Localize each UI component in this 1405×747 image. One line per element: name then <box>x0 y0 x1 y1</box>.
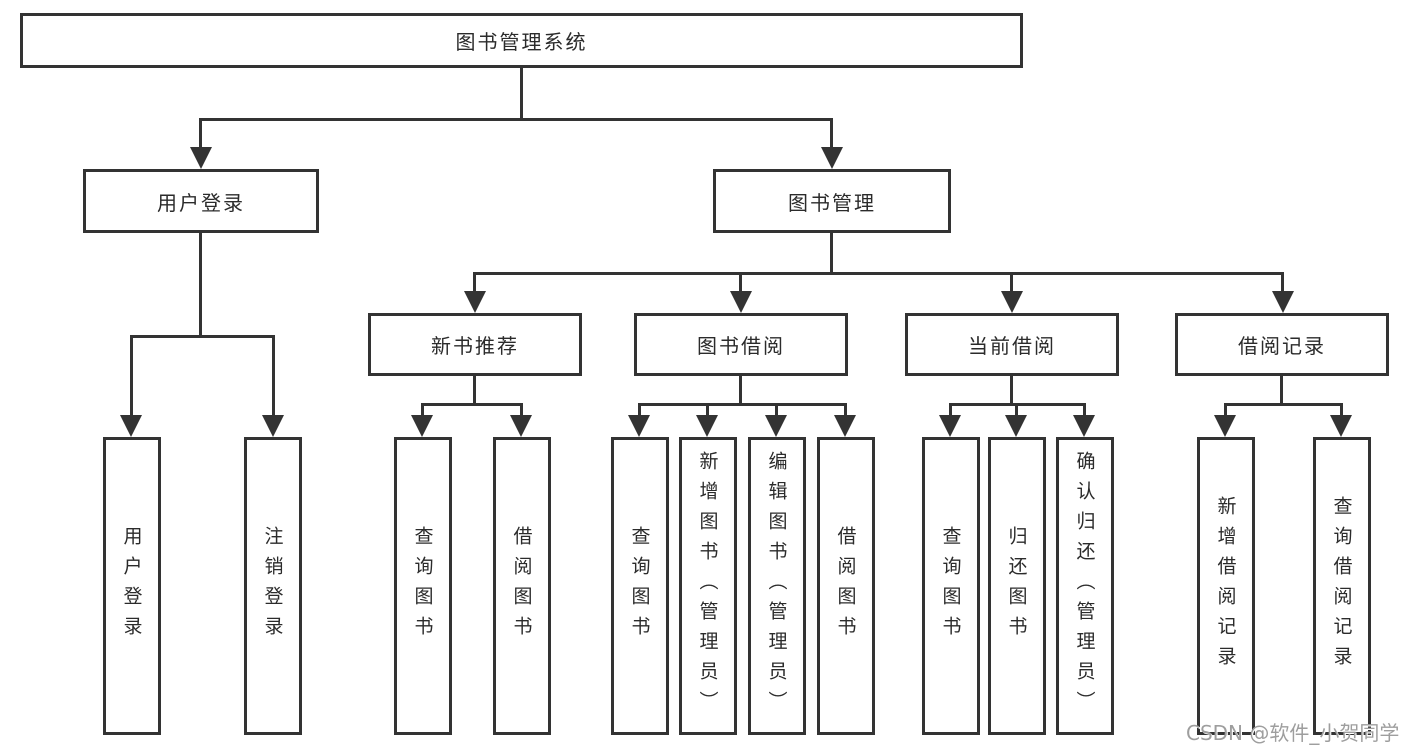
leaf-user-login: 用户登录 <box>103 437 161 735</box>
connector-arrow <box>464 291 486 313</box>
leaf-cb-query-book: 查询图书 <box>922 437 980 735</box>
connector-arrow <box>1073 415 1095 437</box>
connector-arrow <box>1330 415 1352 437</box>
connector-line <box>1010 272 1013 294</box>
connector-arrow <box>1214 415 1236 437</box>
leaf-cb-confirm-return: 确认归还（管理员） <box>1056 437 1114 735</box>
connector-line <box>706 403 709 419</box>
node-book-management: 图书管理 <box>713 169 951 233</box>
connector-line <box>1010 376 1013 406</box>
node-root: 图书管理系统 <box>20 13 1023 68</box>
watermark: CSDN @软件_小贺同学 <box>1186 721 1400 745</box>
node-book-management-label: 图书管理 <box>788 190 876 215</box>
connector-line <box>1281 272 1284 294</box>
connector-line <box>638 403 641 419</box>
connector-arrow <box>190 147 212 169</box>
node-current-borrowing: 当前借阅 <box>905 313 1119 376</box>
connector-arrow <box>821 147 843 169</box>
connector-arrow <box>510 415 532 437</box>
connector-arrow <box>730 291 752 313</box>
connector-line <box>130 335 133 419</box>
connector-line <box>830 118 833 150</box>
leaf-nbr-query-book-label: 查询图书 <box>411 526 434 646</box>
node-current-borrowing-label: 当前借阅 <box>968 334 1056 358</box>
leaf-cb-confirm-return-label: 确认归还（管理员） <box>1073 451 1096 721</box>
connector-line <box>473 272 1284 275</box>
leaf-cb-return-book-label: 归还图书 <box>1005 526 1028 646</box>
node-borrowing-records: 借阅记录 <box>1175 313 1389 376</box>
leaf-logout-label: 注销登录 <box>261 526 284 646</box>
node-book-borrowing: 图书借阅 <box>634 313 848 376</box>
connector-line <box>739 272 742 294</box>
connector-line <box>473 376 476 406</box>
leaf-bb-add-book: 新增图书（管理员） <box>679 437 737 735</box>
connector-line <box>1280 376 1283 406</box>
node-new-book-recommend: 新书推荐 <box>368 313 582 376</box>
leaf-nbr-query-book: 查询图书 <box>394 437 452 735</box>
node-book-borrowing-label: 图书借阅 <box>697 334 785 358</box>
node-user-login-label: 用户登录 <box>157 190 245 215</box>
node-root-label: 图书管理系统 <box>455 30 588 54</box>
leaf-bb-query-book: 查询图书 <box>611 437 669 735</box>
connector-line <box>1224 403 1227 419</box>
connector-arrow <box>628 415 650 437</box>
node-user-login: 用户登录 <box>83 169 319 233</box>
leaf-bb-edit-book: 编辑图书（管理员） <box>748 437 806 735</box>
connector-line <box>1015 403 1018 419</box>
node-borrowing-records-label: 借阅记录 <box>1238 334 1326 358</box>
connector-line <box>949 403 952 419</box>
connector-line <box>775 403 778 419</box>
node-new-book-recommend-label: 新书推荐 <box>431 334 519 358</box>
connector-line <box>739 376 742 406</box>
connector-line <box>421 403 424 419</box>
leaf-br-query-record: 查询借阅记录 <box>1313 437 1371 735</box>
leaf-br-query-record-label: 查询借阅记录 <box>1330 496 1353 676</box>
connector-line <box>272 335 275 419</box>
connector-arrow <box>1272 291 1294 313</box>
connector-arrow <box>765 415 787 437</box>
connector-line <box>520 68 523 121</box>
connector-arrow <box>1001 291 1023 313</box>
leaf-br-add-record: 新增借阅记录 <box>1197 437 1255 735</box>
leaf-bb-add-book-label: 新增图书（管理员） <box>696 451 719 721</box>
connector-arrow <box>834 415 856 437</box>
connector-line <box>421 403 523 406</box>
leaf-nbr-borrow-book: 借阅图书 <box>493 437 551 735</box>
connector-line <box>844 403 847 419</box>
connector-line <box>520 403 523 419</box>
leaf-user-login-label: 用户登录 <box>120 526 143 646</box>
leaf-br-add-record-label: 新增借阅记录 <box>1214 496 1237 676</box>
connector-line <box>199 118 202 150</box>
connector-arrow <box>262 415 284 437</box>
connector-line <box>830 233 833 274</box>
connector-arrow <box>1005 415 1027 437</box>
leaf-logout: 注销登录 <box>244 437 302 735</box>
connector-arrow <box>939 415 961 437</box>
connector-arrow <box>696 415 718 437</box>
connector-line <box>199 118 833 121</box>
leaf-bb-borrow-book: 借阅图书 <box>817 437 875 735</box>
leaf-nbr-borrow-book-label: 借阅图书 <box>510 526 533 646</box>
leaf-cb-return-book: 归还图书 <box>988 437 1046 735</box>
connector-line <box>1340 403 1343 419</box>
connector-line <box>1224 403 1343 406</box>
connector-line <box>199 233 202 338</box>
connector-line <box>473 272 476 294</box>
connector-arrow <box>411 415 433 437</box>
connector-line <box>638 403 847 406</box>
connector-line <box>1083 403 1086 419</box>
connector-arrow <box>120 415 142 437</box>
leaf-bb-query-book-label: 查询图书 <box>628 526 651 646</box>
connector-line <box>130 335 275 338</box>
leaf-bb-edit-book-label: 编辑图书（管理员） <box>765 451 788 721</box>
leaf-bb-borrow-book-label: 借阅图书 <box>834 526 857 646</box>
leaf-cb-query-book-label: 查询图书 <box>939 526 962 646</box>
